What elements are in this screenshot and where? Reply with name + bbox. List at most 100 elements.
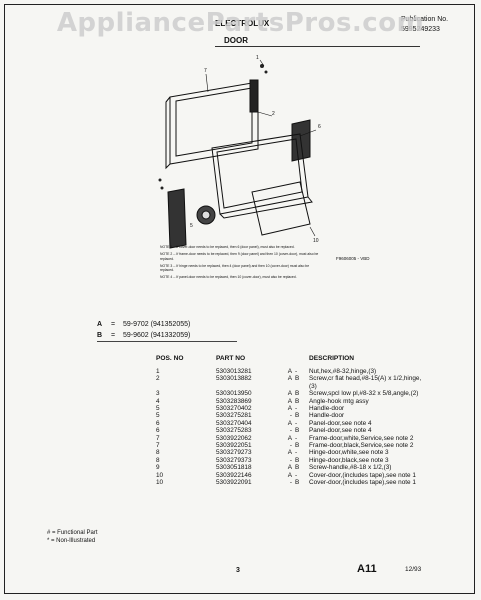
cell-model-b: - bbox=[295, 449, 298, 457]
panel-door-illustration bbox=[211, 133, 313, 219]
cell-description: Frame-door,white,Service,see note 2 bbox=[309, 434, 414, 442]
cell-pos: 1 bbox=[156, 368, 160, 375]
cell-description: Screw,cr flat head,#8-15(A) x 1/2,hinge, bbox=[309, 375, 422, 383]
cell-pos: 6 bbox=[156, 419, 160, 427]
cell-part: 5303270404 bbox=[216, 419, 252, 427]
cell-pos: 7 bbox=[156, 434, 160, 442]
publication-info: Publication No. 5995249233 bbox=[401, 15, 448, 35]
table-row: (3) bbox=[140, 383, 449, 390]
cell-pos bbox=[140, 383, 216, 390]
cell-description: Cover-door,(includes tape),see note 1 bbox=[309, 471, 416, 479]
cell-description: Hinge-door,black,see note 3 bbox=[309, 456, 389, 464]
cell-part: 5303922051 bbox=[216, 442, 252, 450]
cell-model-b: B bbox=[295, 375, 300, 383]
cell-model-b: - bbox=[295, 471, 298, 479]
note-1: NOTE 1 -- If cover-door needs to be repl… bbox=[160, 245, 295, 249]
model-number: 59-9702 (941352055) bbox=[123, 321, 191, 328]
callout-10: 10 bbox=[313, 238, 319, 244]
cell-model-b bbox=[295, 383, 309, 390]
cell-model-b: B bbox=[295, 390, 300, 398]
cell-model-a: - bbox=[289, 427, 292, 435]
watermark: AppliancePartsPros.com bbox=[56, 8, 425, 38]
cell-model-a: - bbox=[289, 456, 292, 464]
cell-description: Panel-door,see note 4 bbox=[309, 419, 372, 427]
cell-model-b: B bbox=[295, 427, 300, 435]
section-code: A11 bbox=[357, 563, 377, 575]
cell-part: 5303013882 bbox=[216, 375, 252, 383]
callout-leaders bbox=[205, 59, 317, 237]
cell-model-a: A bbox=[287, 405, 292, 413]
cell-model-a: - bbox=[289, 479, 292, 487]
section-title: DOOR bbox=[224, 36, 248, 45]
cell-part: 5303922146 bbox=[216, 471, 252, 479]
cell-model-b: B bbox=[295, 397, 300, 405]
diagram-notes: NOTE 1 -- If cover-door needs to be repl… bbox=[160, 245, 320, 283]
model-list: A = 59-9702 (941352055) B=59-9602 (9413320… bbox=[97, 319, 190, 341]
callout-6: 6 bbox=[318, 124, 321, 130]
brand-title: ELECTROLUX bbox=[215, 19, 270, 28]
cell-model-b: - bbox=[295, 419, 298, 427]
cell-model-a: - bbox=[289, 442, 292, 450]
cell-part: 5303275281 bbox=[216, 412, 252, 420]
cell-part: 5303051818 bbox=[216, 464, 252, 472]
cell-model-b: B bbox=[295, 479, 300, 487]
table-row: 7 5303922062 A- Frame-door,white,Service,se… bbox=[140, 435, 449, 442]
cell-pos: 3 bbox=[156, 390, 160, 398]
cell-model-b: - bbox=[295, 434, 298, 442]
cell-description: Nut,hex,#8-32,hinge,(3) bbox=[309, 368, 377, 375]
page-border bbox=[4, 4, 475, 594]
cell-model-a: A bbox=[287, 390, 292, 398]
cell-pos: 5 bbox=[156, 412, 160, 420]
cell-model-a bbox=[280, 383, 295, 390]
header-description: DESCRIPTION bbox=[309, 355, 355, 362]
cell-description: Frame-door,black,Service,see note 2 bbox=[309, 442, 414, 450]
cell-model-a: A bbox=[287, 375, 292, 383]
cell-model-b: - bbox=[295, 405, 298, 413]
note-3: NOTE 3 -- If hinge needs to be replaced,… bbox=[160, 263, 310, 273]
cell-part: 5303922062 bbox=[216, 434, 252, 442]
cell-description: Handle-door bbox=[309, 412, 345, 420]
cell-model-a: A bbox=[287, 397, 292, 405]
model-row: A = 59-9702 (941352055) bbox=[97, 319, 190, 330]
cell-pos: 10 bbox=[156, 471, 164, 479]
cell-model-a: A bbox=[287, 434, 292, 442]
cell-part: 5303270402 bbox=[216, 405, 252, 413]
header-rule bbox=[215, 46, 420, 47]
cell-model-b: - bbox=[295, 368, 298, 375]
parts-table-header: POS. NO PART NO DESCRIPTION bbox=[140, 355, 449, 368]
cell-pos: 2 bbox=[156, 375, 160, 383]
model-number: 59-9602 (941332059) bbox=[123, 332, 191, 339]
handle-illustration bbox=[167, 188, 216, 249]
cell-pos: 8 bbox=[156, 449, 160, 457]
cell-part: 5303275283 bbox=[216, 427, 252, 435]
legend-non-illustrated: * = Non-Illustrated bbox=[47, 537, 96, 544]
publication-label: Publication No. bbox=[401, 16, 449, 23]
cell-pos: 8 bbox=[156, 456, 160, 464]
cell-part: 5303013950 bbox=[216, 390, 252, 398]
model-row: B=59-9602 (941332059) bbox=[97, 330, 190, 341]
cell-description: Angle-hook mtg assy bbox=[309, 397, 369, 405]
cell-part: 5303279373 bbox=[216, 456, 252, 464]
cell-pos: 10 bbox=[156, 479, 164, 487]
cell-part: 5303279273 bbox=[216, 449, 252, 457]
legend: # = Functional Part * = Non-Illustrated bbox=[47, 530, 98, 545]
cell-model-a: - bbox=[289, 412, 292, 420]
model-key: A bbox=[97, 321, 103, 328]
cell-model-a: A bbox=[287, 368, 292, 375]
cell-model-b: B bbox=[295, 442, 300, 450]
cell-model-b: B bbox=[295, 412, 300, 420]
header-pos-no: POS. NO bbox=[156, 355, 184, 362]
cell-description: Hinge-door,white,see note 3 bbox=[309, 449, 389, 457]
model-eq: = bbox=[111, 321, 116, 328]
